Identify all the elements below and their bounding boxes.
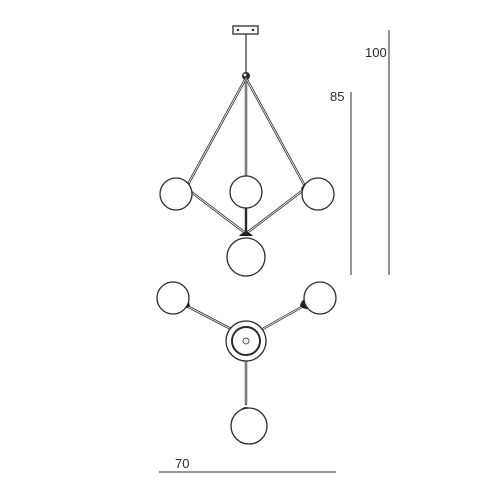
- globe-bottom: [226, 237, 266, 277]
- top-globe-right: [303, 281, 337, 315]
- top-canopy-center: [242, 337, 250, 345]
- top-view: [156, 281, 337, 445]
- dimension-body-height: 85: [330, 89, 352, 275]
- lower-arms: [184, 186, 308, 234]
- socket-bottom: [239, 232, 253, 236]
- lower-arm-right-inner: [247, 187, 307, 233]
- ceiling-canopy: [232, 25, 259, 35]
- dim-label-70: 70: [175, 456, 189, 471]
- top-arm-right-inner: [260, 303, 308, 331]
- dimension-width: 70: [159, 456, 336, 473]
- dim-label-85: 85: [330, 89, 344, 104]
- globe-right: [301, 177, 335, 211]
- top-globe-left: [156, 281, 190, 315]
- top-globe-bottom: [230, 407, 268, 445]
- top-hub: [242, 72, 250, 80]
- top-arm-left-inner: [182, 303, 234, 331]
- globe-center: [229, 175, 263, 209]
- upper-arms: [184, 76, 308, 190]
- canopy-screw: [236, 28, 240, 32]
- canopy-screw: [251, 28, 255, 32]
- arm-left-inner: [185, 77, 247, 189]
- globe-left: [159, 177, 193, 211]
- dim-label-100: 100: [365, 45, 387, 60]
- side-view: [159, 25, 335, 277]
- lower-arm-left-inner: [185, 187, 245, 233]
- dimension-total-height: 100: [365, 30, 390, 275]
- arm-right-inner: [245, 77, 307, 189]
- top-hub-highlight: [243, 73, 247, 77]
